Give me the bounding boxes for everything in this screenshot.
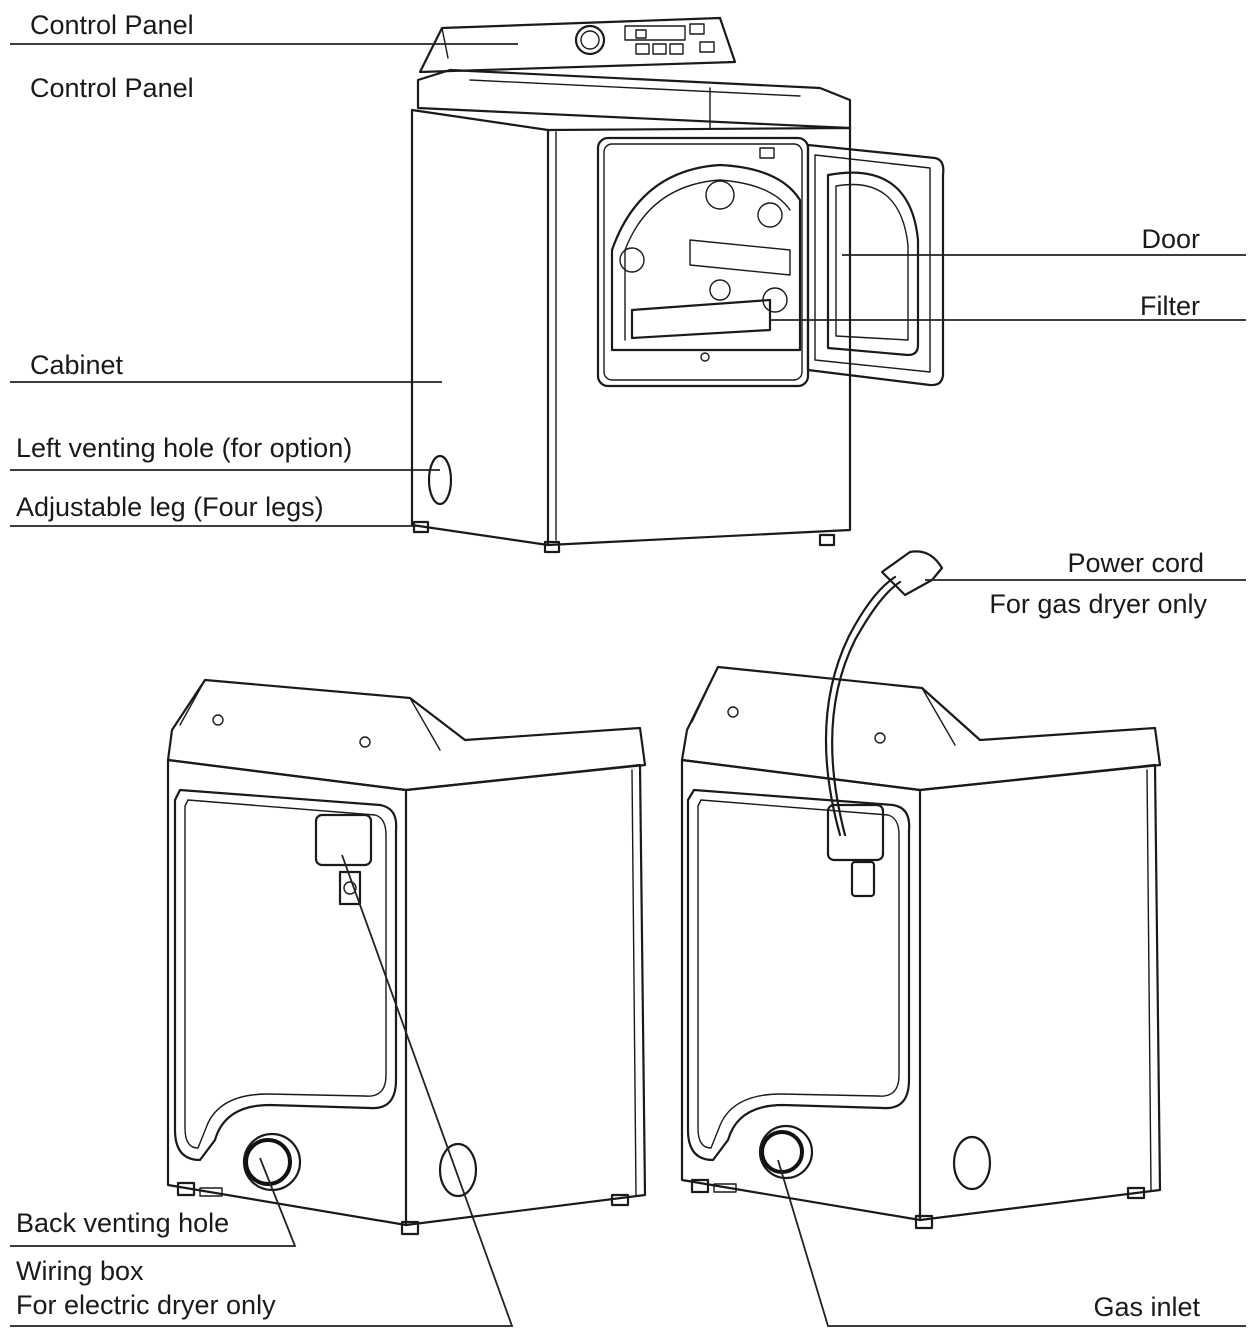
- label-cabinet: Cabinet: [30, 350, 124, 380]
- control-panel-backsplash: [418, 16, 737, 74]
- door-opening: [596, 136, 810, 388]
- label-left-venting-hole: Left venting hole (for option): [16, 433, 352, 463]
- leg-back-right-c: [1126, 1186, 1146, 1200]
- back-venting-hole: [244, 1138, 292, 1186]
- door-latch-icon: [759, 147, 775, 159]
- leader-lines: [10, 43, 1246, 1327]
- rear-embossed-panel: [173, 788, 398, 1162]
- labels: Control Panel Control Panel Cabinet Left…: [16, 10, 1207, 1322]
- gas-vent-opening: [760, 1130, 804, 1174]
- cabinet-front: [546, 126, 852, 547]
- leader-wiring-box: [10, 854, 514, 1327]
- leg-back-right-a: [690, 1178, 710, 1194]
- side-venting-hole-left: [438, 1142, 478, 1198]
- side-panel-left: [404, 763, 647, 1227]
- cabinet-side: [410, 108, 550, 547]
- leg-front-center: [543, 540, 561, 554]
- label-door: Door: [1141, 224, 1200, 254]
- leg-back-left-a: [176, 1181, 196, 1197]
- power-cord: [831, 580, 902, 837]
- back-dryer-gas-illustration: [680, 550, 1162, 1230]
- terminal-block-icon: [338, 870, 362, 906]
- label-gas-dryer-only: For gas dryer only: [989, 589, 1207, 619]
- drum: [610, 163, 802, 352]
- leader-back-venting-hole: [10, 1157, 297, 1247]
- leg-back-left-b: [400, 1220, 420, 1236]
- leg-front-left: [412, 520, 430, 534]
- open-door: [806, 143, 945, 387]
- side-venting-hole-right: [952, 1135, 992, 1191]
- label-adjustable-leg: Adjustable leg (Four legs): [16, 492, 324, 522]
- strain-relief-icon: [850, 860, 876, 898]
- label-control-panel-repeat: Control Panel: [30, 73, 194, 103]
- label-wiring-box: Wiring box: [16, 1256, 144, 1286]
- leg-front-right: [818, 533, 836, 547]
- power-plug-icon: [880, 550, 944, 597]
- leg-back-right-b: [914, 1214, 934, 1230]
- rear-embossed-panel-gas: [686, 788, 911, 1162]
- lint-filter: [630, 298, 772, 340]
- door-window: [826, 171, 920, 357]
- top-lid: [416, 68, 852, 130]
- label-control-panel: Control Panel: [30, 10, 194, 40]
- front-dryer-illustration: [410, 16, 945, 554]
- label-filter: Filter: [1140, 291, 1200, 321]
- leg-back-left-c: [610, 1193, 630, 1207]
- control-dial-icon: [574, 24, 606, 56]
- control-buttons-icon: [624, 23, 715, 55]
- label-power-cord: Power cord: [1067, 548, 1204, 578]
- side-panel-right: [918, 763, 1162, 1222]
- power-cord-box: [826, 803, 885, 862]
- left-venting-hole: [427, 454, 453, 506]
- back-dryer-electric-illustration: [166, 678, 647, 1236]
- label-gas-inlet: Gas inlet: [1093, 1292, 1200, 1322]
- top-lid-back-left: [166, 678, 647, 792]
- leader-gas-inlet: [777, 1159, 1246, 1327]
- label-electric-dryer-only: For electric dryer only: [16, 1290, 276, 1320]
- wiring-box: [314, 813, 373, 867]
- label-back-venting-hole: Back venting hole: [16, 1208, 229, 1238]
